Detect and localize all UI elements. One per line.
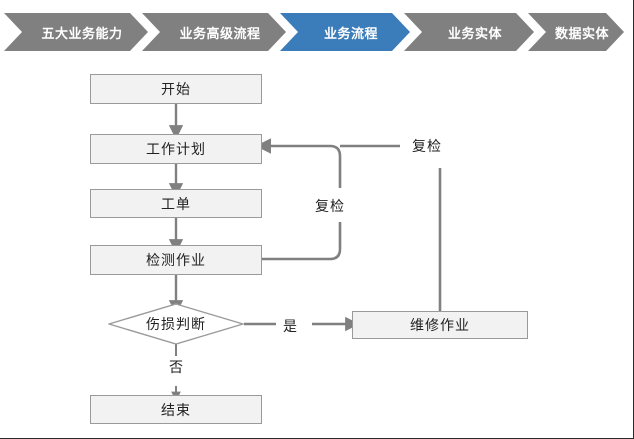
edge-label-no: 否: [169, 359, 184, 375]
node-work-order-label: 工单: [161, 195, 191, 212]
node-start-label: 开始: [161, 81, 191, 97]
node-end-label: 结束: [161, 401, 191, 418]
node-decision[interactable]: 伤损判断: [108, 303, 244, 345]
node-inspection-label: 检测作业: [146, 252, 206, 268]
breadcrumb-label-5: 数据实体: [554, 25, 609, 41]
breadcrumb: 五大业务能力 业务高级流程 业务流程 业务实体 数据实体: [0, 13, 633, 51]
node-inspection[interactable]: 检测作业: [90, 245, 262, 275]
breadcrumb-item-5[interactable]: 数据实体: [528, 13, 624, 51]
breadcrumb-label-4: 业务实体: [447, 25, 502, 41]
chevron-shape-1: [4, 13, 148, 51]
node-work-plan-label: 工作计划: [146, 141, 206, 157]
node-start[interactable]: 开始: [90, 74, 262, 104]
edge-label-recheck-outer: 复检: [412, 138, 442, 154]
node-work-plan[interactable]: 工作计划: [90, 134, 262, 164]
breadcrumb-item-1[interactable]: 五大业务能力: [4, 13, 148, 51]
breadcrumb-item-2[interactable]: 业务高级流程: [142, 13, 286, 51]
breadcrumb-label-1: 五大业务能力: [41, 25, 123, 41]
diamond-shape: [108, 303, 244, 345]
chevron-shape-4: [404, 13, 534, 51]
edge-label-yes: 是: [283, 318, 298, 334]
breadcrumb-label-3: 业务流程: [323, 25, 378, 41]
edge-recheck-inner-upper: [255, 138, 342, 188]
node-repair-label: 维修作业: [410, 317, 470, 333]
breadcrumb-item-3[interactable]: 业务流程: [280, 13, 410, 51]
node-end[interactable]: 结束: [90, 395, 262, 424]
node-repair[interactable]: 维修作业: [352, 311, 528, 339]
chevron-shape-2: [142, 13, 286, 51]
edge-recheck-inner-lower: [262, 222, 342, 261]
node-work-order[interactable]: 工单: [90, 189, 262, 218]
breadcrumb-label-2: 业务高级流程: [179, 25, 261, 41]
breadcrumb-item-4[interactable]: 业务实体: [404, 13, 534, 51]
chevron-shape-3: [280, 13, 410, 51]
node-decision-label: 伤损判断: [146, 316, 206, 332]
edge-label-recheck-inner: 复检: [315, 198, 345, 214]
chevron-shape-5: [528, 13, 624, 51]
